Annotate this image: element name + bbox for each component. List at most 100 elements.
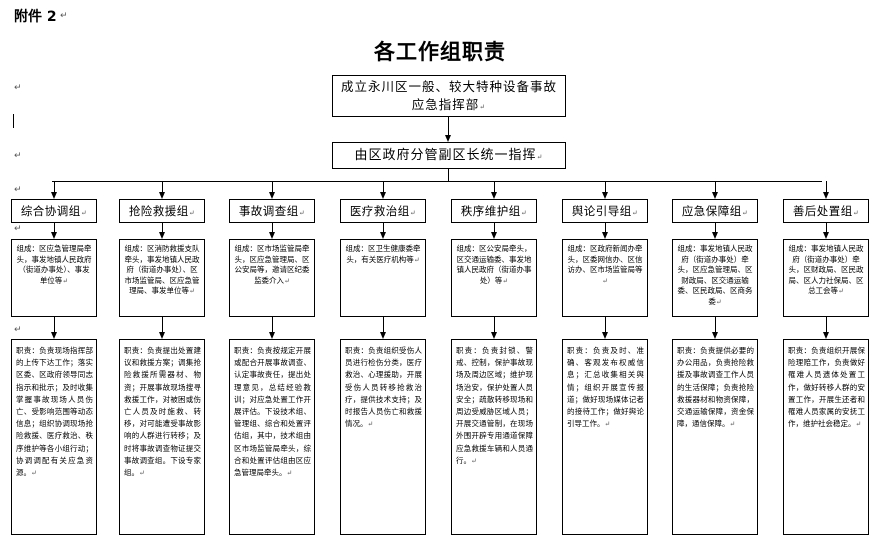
arrow-down-icon xyxy=(823,232,829,239)
arrow-down-icon xyxy=(159,332,165,339)
group-duty-box: 职责：负责按规定开展或配合开展事故调查、认定事故责任，提出处理意见，总结经验教训… xyxy=(229,339,315,535)
connector-line xyxy=(826,317,827,332)
arrow-down-icon xyxy=(445,135,451,142)
paragraph-mark: ↵ xyxy=(14,325,22,335)
arrow-down-icon xyxy=(602,332,608,339)
arrow-down-icon xyxy=(380,232,386,239)
arrow-down-icon xyxy=(51,232,57,239)
connector-line xyxy=(715,181,716,192)
arrow-down-icon xyxy=(712,332,718,339)
group-composition: 组成：区卫生健康委牵头，有关医疗机构等 xyxy=(345,244,421,264)
group-composition: 组成：区消防救援支队牵头，事发地镇人民政府（街道办事处）、区市场监管局、区应急管… xyxy=(124,244,200,295)
arrow-down-icon xyxy=(491,332,497,339)
arrow-down-icon xyxy=(602,232,608,239)
arrow-down-icon xyxy=(269,192,275,199)
connector-line xyxy=(448,117,449,135)
connector-line xyxy=(162,223,163,232)
arrow-down-icon xyxy=(51,332,57,339)
connector-line xyxy=(383,181,384,192)
paragraph-mark: ↵ xyxy=(14,185,22,195)
page-title: 各工作组职责 xyxy=(374,39,506,64)
paragraph-mark: ↵ xyxy=(14,83,22,93)
group-name-box: 综合协调组↵ xyxy=(11,199,97,223)
group-name: 舆论引导组 xyxy=(571,204,632,218)
group-composition-box: 组成：区公安局牵头，区交通运输委、事发地镇人民政府（街道办事处）等↵ xyxy=(451,239,537,317)
connector-line xyxy=(605,181,606,192)
connector-line xyxy=(383,317,384,332)
arrow-down-icon xyxy=(269,332,275,339)
group-name: 善后处置组 xyxy=(792,204,853,218)
group-composition-box: 组成：事发地镇人民政府（街道办事处）牵头，区财政局、区民政局、区人力社保局、区总… xyxy=(783,239,869,317)
group-composition-box: 组成：区消防救援支队牵头，事发地镇人民政府（街道办事处）、区市场监管局、区应急管… xyxy=(119,239,205,317)
group-composition: 组成：事发地镇人民政府（街道办事处）牵头，区财政局、区民政局、区人力社保局、区总… xyxy=(788,244,864,295)
group-name: 综合协调组 xyxy=(20,204,81,218)
group-duty-box: 职责：负责组织开展保险理赔工作，负责做好罹难人员遗体处置工作，做好转移人群的安置… xyxy=(783,339,869,535)
attachment-label: 附件 2 xyxy=(14,9,57,25)
group-composition-box: 组成：区政府新闻办牵头，区委网信办、区信访办、区市场监管局等↵ xyxy=(562,239,648,317)
text-cursor xyxy=(13,114,14,128)
arrow-down-icon xyxy=(159,232,165,239)
connector-line xyxy=(272,317,273,332)
connector-line xyxy=(383,223,384,232)
arrow-down-icon xyxy=(823,192,829,199)
group-name-box: 抢险救援组↵ xyxy=(119,199,205,223)
command-headquarters-box: 成立永川区一般、较大特种设备事故应急指挥部↵ xyxy=(332,75,566,117)
group-composition-box: 组成：区应急管理局牵头，事发地镇人民政府（街道办事处）、事发单位等↵ xyxy=(11,239,97,317)
connector-line xyxy=(715,317,716,332)
connector-line xyxy=(54,223,55,232)
arrow-down-icon xyxy=(823,332,829,339)
connector-line xyxy=(715,223,716,232)
connector-line xyxy=(494,223,495,232)
group-duty-box: 职责：负责现场指挥部的上传下达工作；落实区委、区政府领导同志指示和批示；及时收集… xyxy=(11,339,97,535)
group-name-box: 事故调查组↵ xyxy=(229,199,315,223)
command-headquarters-text: 成立永川区一般、较大特种设备事故应急指挥部 xyxy=(340,79,557,112)
group-name: 抢险救援组 xyxy=(128,204,189,218)
group-duty-box: 职责：负责封锁、警戒、控制，保护事故现场及周边区域；维护现场治安，保护处置人员安… xyxy=(451,339,537,535)
group-name-box: 善后处置组↵ xyxy=(783,199,869,223)
group-name: 医疗救治组 xyxy=(349,204,410,218)
group-composition-box: 组成：区市场监管局牵头，区应急管理局、区公安局等，邀请区纪委监委介入↵ xyxy=(229,239,315,317)
group-name: 事故调查组 xyxy=(238,204,299,218)
group-composition-box: 组成：事发地镇人民政府（街道办事处）牵头，区应急管理局、区财政局、区交通运输委、… xyxy=(672,239,758,317)
arrow-down-icon xyxy=(380,192,386,199)
group-duty-box: 职责：负责组织受伤人员进行检伤分类，医疗救治、心理援助，开展受伤人员转移抢救治疗… xyxy=(340,339,426,535)
connector-line xyxy=(272,223,273,232)
group-composition: 组成：区政府新闻办牵头，区委网信办、区信访办、区市场监管局等 xyxy=(567,244,643,274)
arrow-down-icon xyxy=(380,332,386,339)
group-name: 应急保障组 xyxy=(681,204,742,218)
group-duty-box: 职责：负责提出处置建议和救援方案；调集抢险救援所需器材、物资；开展事故现场搜寻救… xyxy=(119,339,205,535)
paragraph-mark: ↵ xyxy=(14,224,22,234)
connector-line xyxy=(605,317,606,332)
unified-command-box: 由区政府分管副区长统一指挥↵ xyxy=(332,142,566,169)
arrow-down-icon xyxy=(269,232,275,239)
connector-line xyxy=(162,317,163,332)
connector-line xyxy=(162,181,163,192)
connector-line xyxy=(605,223,606,232)
connector-line xyxy=(826,223,827,232)
arrow-down-icon xyxy=(712,232,718,239)
group-name-box: 舆论引导组↵ xyxy=(562,199,648,223)
paragraph-mark: ↵ xyxy=(60,11,68,21)
connector-line xyxy=(494,317,495,332)
distribution-line xyxy=(52,181,822,182)
unified-command-text: 由区政府分管副区长统一指挥 xyxy=(354,148,537,163)
group-duty: 职责：负责按规定开展或配合开展事故调查、认定事故责任，提出处理意见，总结经验教训… xyxy=(234,346,311,478)
connector-line xyxy=(272,181,273,192)
group-duty-box: 职责：负责提供必要的办公用品，负责抢险救援及事故调查工作人员的生活保障；负责抢险… xyxy=(672,339,758,535)
group-duty: 职责：负责组织开展保险理赔工作，负责做好罹难人员遗体处置工作，做好转移人群的安置… xyxy=(788,346,865,429)
group-composition: 组成：区市场监管局牵头，区应急管理局、区公安局等，邀请区纪委监委介入 xyxy=(234,244,310,285)
connector-line xyxy=(826,181,827,192)
group-duty: 职责：负责提供必要的办公用品，负责抢险救援及事故调查工作人员的生活保障；负责抢险… xyxy=(677,346,754,429)
connector-line xyxy=(494,181,495,192)
group-duty: 职责：负责封锁、警戒、控制，保护事故现场及周边区域；维护现场治安，保护处置人员安… xyxy=(456,346,533,465)
arrow-down-icon xyxy=(602,192,608,199)
arrow-down-icon xyxy=(491,232,497,239)
group-composition: 组成：区应急管理局牵头，事发地镇人民政府（街道办事处）、事发单位等 xyxy=(16,244,92,285)
paragraph-mark: ↵ xyxy=(14,151,22,161)
arrow-down-icon xyxy=(159,192,165,199)
group-name-box: 医疗救治组↵ xyxy=(340,199,426,223)
connector-line xyxy=(54,181,55,192)
connector-line xyxy=(448,169,449,181)
group-duty: 职责：负责现场指挥部的上传下达工作；落实区委、区政府领导同志指示和批示；及时收集… xyxy=(16,346,93,478)
arrow-down-icon xyxy=(491,192,497,199)
